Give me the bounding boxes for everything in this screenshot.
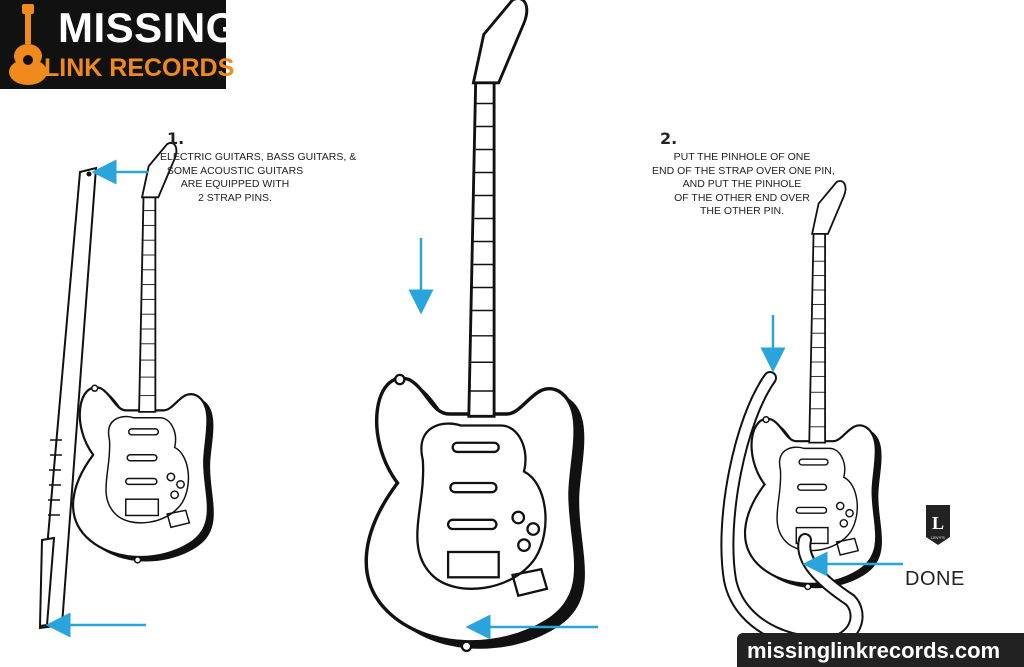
badge-text: LEVY'S xyxy=(931,535,945,540)
website-bar: missinglinkrecords.com xyxy=(737,633,1024,667)
step-1-line: ARE EQUIPPED WITH xyxy=(180,178,290,190)
badge-letter: L xyxy=(932,513,944,533)
step-1-number: 1. xyxy=(167,129,185,148)
guitar-icon xyxy=(9,4,47,85)
guitar-center xyxy=(364,0,587,653)
done-label: DONE xyxy=(905,568,965,590)
step-2-line: AND PUT THE PINHOLE xyxy=(682,178,802,190)
step-1-line: SOME ACOUSTIC GUITARS xyxy=(166,164,304,177)
website-link[interactable]: missinglinkrecords.com xyxy=(747,638,1001,663)
step-1-line: 2 STRAP PINS. xyxy=(198,191,272,204)
step-2-number: 2. xyxy=(660,129,678,148)
logo-line-2: LINK RECORDS xyxy=(44,54,235,82)
step-1-caption: ELECTRIC GUITARS, BASS GUITARS, & SOME A… xyxy=(160,151,357,205)
step-2-caption: PUT THE PINHOLE OF ONE END OF THE STRAP … xyxy=(652,151,835,219)
step-2-line: END OF THE STRAP OVER ONE PIN, xyxy=(652,164,835,177)
missing-link-records-logo: MISSING LINK RECORDS xyxy=(0,0,238,89)
logo-line-1: MISSING xyxy=(58,4,239,51)
guitar-step-1 xyxy=(71,141,215,564)
step-2-line: PUT THE PINHOLE OF ONE xyxy=(673,151,811,163)
guitar-strap xyxy=(38,166,98,630)
pointer-arrows xyxy=(45,159,903,640)
step-2-line: THE OTHER PIN. xyxy=(699,205,784,217)
levys-badge-icon: L LEVY'S xyxy=(926,505,950,545)
step-1-line: ELECTRIC GUITARS, BASS GUITARS, & xyxy=(160,151,357,163)
step-2-line: OF THE OTHER END OVER xyxy=(674,191,810,204)
